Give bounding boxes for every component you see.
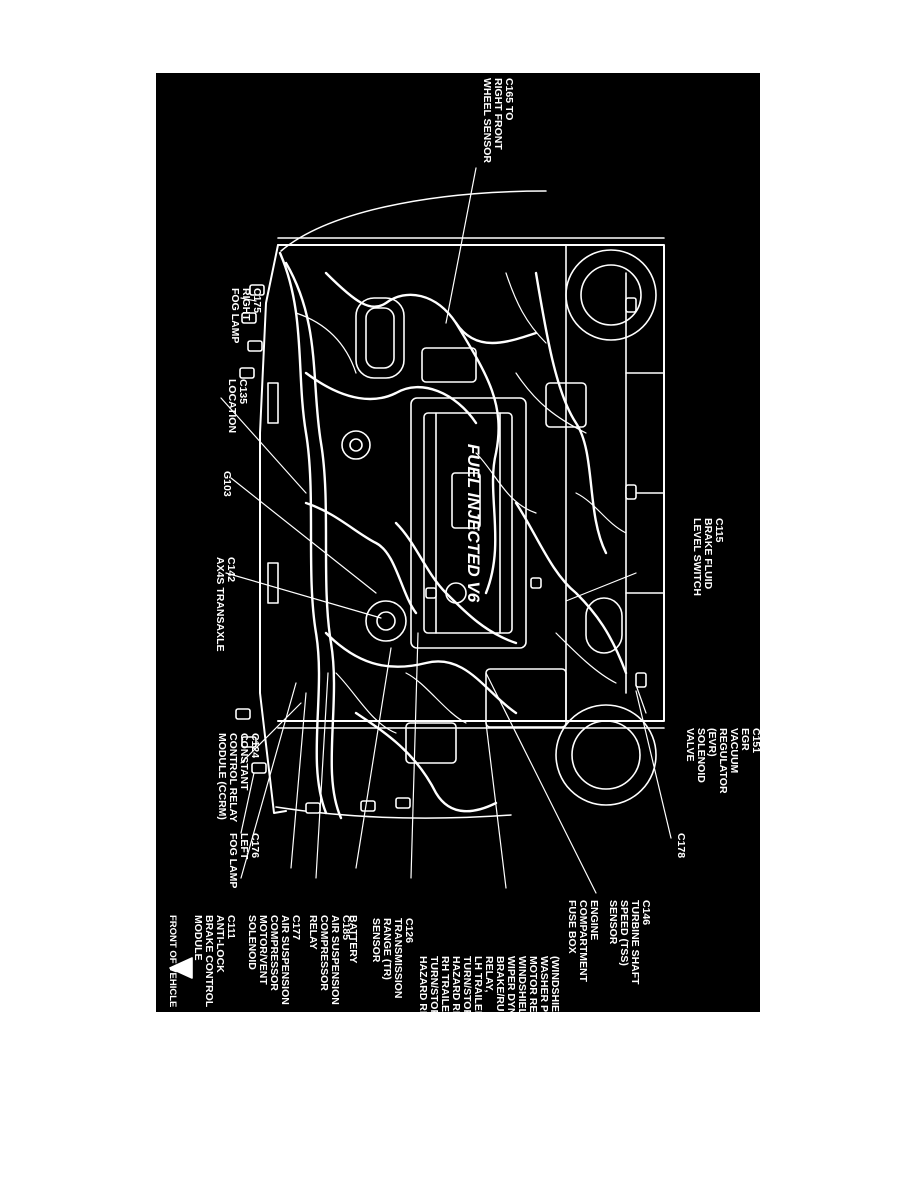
callout-line: COMPRESSOR [318,915,330,991]
callout-line: (WINDSHIELD [549,956,561,1012]
strut-tower-left [555,704,657,806]
callout-c142: C142AX4S TRANSAXLE [214,557,237,652]
callout-c146: C146TURBINE SHAFTSPEED (TSS)SENSOR [607,900,652,985]
callout-line: REGULATOR [717,728,729,794]
callout-line: MOTOR/VENT [257,915,269,985]
callout-line: C185 [340,915,352,940]
callout-line: AX4S TRANSAXLE [214,557,226,652]
callout-line: TURN/STOP/ [461,956,473,1012]
callout-line: VALVE [684,728,696,761]
intake-components [267,297,623,764]
strut-tower-right [565,249,657,341]
callout-line: RH TRAILER [439,956,451,1012]
callout-line: C142 [225,557,237,582]
wiring-harness [278,251,628,820]
callout-line: FOG LAMP [227,833,239,888]
callout-line: RIGHT [240,288,252,321]
callout-line: ANTI-LOCK [214,915,226,973]
callout-line: G103 [221,471,233,497]
callout-line: BATTERY [347,915,359,963]
callout-line: SENSOR [607,900,619,945]
callout-line: BRAKE/RUN [494,956,506,1012]
callout-line: C165 TO [503,78,515,120]
callout-c185: C185AIR SUSPENSIONCOMPRESSORRELAY [307,915,352,1005]
callout-line: C151 [750,728,760,753]
callout-line: C124 [249,733,261,758]
callout-c126: C126TRANSMISSIONRANGE (TR)SENSOR [370,918,415,999]
callout-line: LEVEL SWITCH [691,518,703,596]
callout-line: C115 [713,518,725,543]
callout-line: FUSE BOX [566,900,578,954]
leader-lines [220,167,672,894]
callout-line: RIGHT FRONT [492,78,504,150]
callout-line: MODULE [192,915,204,961]
callout-line: C178 [675,833,687,858]
engine-lettering: FUEL INJECTED V6 [464,444,483,603]
callout-c111: C111ANTI-LOCKBRAKE CONTROLMODULE [192,915,237,1008]
callout-line: SOLENOID [246,915,258,970]
callout-engine-fuse-box: ENGINECOMPARTMENTFUSE BOX [566,900,600,983]
callout-line: HAZARD RELAY, [450,956,462,1012]
connectors [235,284,647,814]
callout-line: C135 [237,379,249,404]
callout-line: CONSTANT [238,733,250,791]
callout-line: VACUUM [728,728,740,774]
callout-line: WASHER PUMP [538,956,550,1012]
callout-front-of-vehicle: FRONT OF VEHICLE [167,915,178,1007]
callout-c176: C176LEFTFOG LAMP [227,833,261,888]
callout-line: COMPARTMENT [577,900,589,983]
callout-c124: C124CONSTANTCONTROL RELAYMODULE (CCRM) [216,733,261,822]
callout-line: TRANSMISSION [392,918,404,999]
callout-line: CONTROL RELAY [227,733,239,822]
callout-line: C176 [249,833,261,858]
callout-line: FOG LAMP [229,288,241,343]
callout-line: LOCATION [226,379,238,433]
callout-line: RELAY, [483,956,495,992]
callout-battery: BATTERY [347,915,359,963]
callout-c135: C135LOCATION [226,379,249,433]
callout-line: C175 [251,288,263,313]
callout-c151: C151EGRVACUUMREGULATOR(EVR)SOLENOIDVALVE [684,728,760,794]
callout-line: AIR SUSPENSION [279,915,291,1005]
callout-c177: C177AIR SUSPENSIONCOMPRESSORMOTOR/VENTSO… [246,915,302,1005]
callout-line: C111 [225,915,237,939]
callout-c178: C178 [675,833,687,858]
callout-line: C146 [640,900,652,925]
wiring-harness-thin [295,272,627,734]
callout-line: BRAKE CONTROL [203,915,215,1008]
callout-line: SENSOR [370,918,382,963]
callout-line: LH TRAILER [472,956,484,1012]
callout-c175: C175RIGHTFOG LAMP [229,288,263,343]
front-arrow-icon [169,957,193,979]
callout-line: WHEEL SENSOR [481,78,493,163]
callout-line: BRAKE FLUID [702,518,714,590]
callout-line: COMPRESSOR [268,915,280,991]
callout-line: C126 [403,918,415,943]
callout-c165: C165 TORIGHT FRONTWHEEL SENSOR [481,78,515,163]
callout-line: LEFT [238,833,250,860]
callout-line: WINDSHIELD [516,956,528,1012]
callout-line: ENGINE [588,900,600,940]
callout-c115: C115BRAKE FLUIDLEVEL SWITCH [691,518,725,596]
callout-g103: G103 [221,471,233,497]
callout-line: C177 [290,915,302,940]
diagram-panel: FUEL INJECTED V6 C165 TORIGHT FRONTWHEEL… [156,73,760,1012]
callout-line: FRONT OF VEHICLE [167,915,178,1007]
callout-windshield-relays: (WINDSHIELDWASHER PUMPMOTOR RELAY,WINDSH… [417,956,561,1012]
callout-line: SOLENOID [695,728,707,783]
callout-line: MODULE (CCRM) [216,733,228,820]
callout-line: EGR [739,728,751,751]
callout-line: WIPER DYNAMIC [505,956,517,1012]
callout-line: HAZARD RELAY) [417,956,429,1012]
callout-line: RANGE (TR) [381,918,393,980]
callout-line: SPEED (TSS) [618,900,630,966]
compartment-outline [259,190,665,819]
callout-line: TURBINE SHAFT [629,900,641,985]
engine-compartment-diagram: FUEL INJECTED V6 C165 TORIGHT FRONTWHEEL… [167,78,760,1012]
callout-line: RELAY [307,915,319,950]
callout-line: TURN/STOP/ [428,956,440,1012]
callout-line: (EVR) [706,728,718,757]
callout-line: AIR SUSPENSION [329,915,341,1005]
callout-line: MOTOR RELAY, [527,956,539,1012]
